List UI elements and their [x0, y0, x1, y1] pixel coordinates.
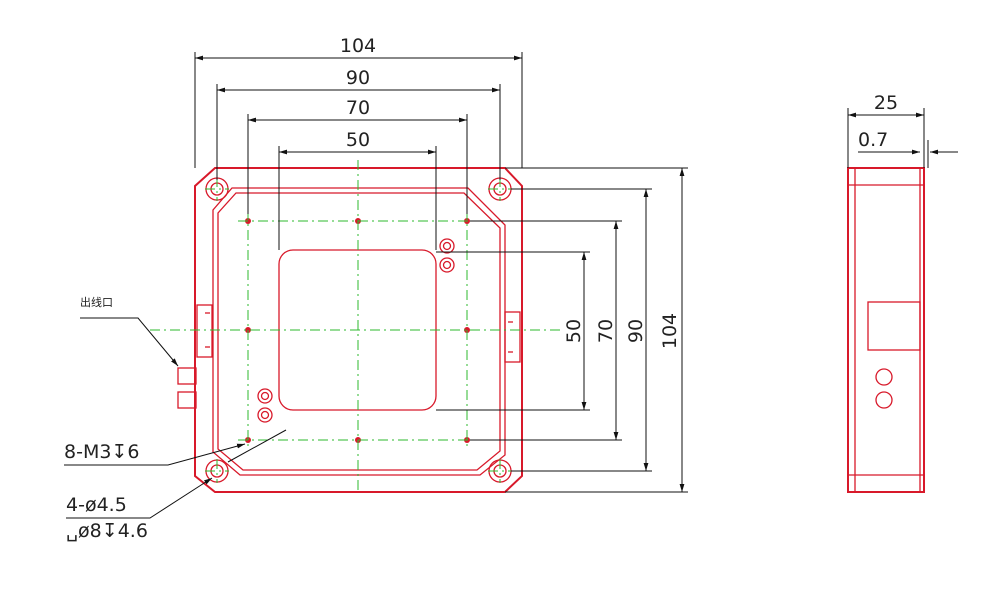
counterbore-callout-text: ␣ø8↧4.6	[66, 520, 148, 542]
cable-outlet-leader	[80, 317, 179, 367]
aux-hole	[439, 238, 455, 254]
dim-label-v50: 50	[563, 319, 585, 343]
front-view: 104 90 70 50 50 70	[64, 35, 688, 542]
right-lug	[504, 311, 521, 363]
dim-label-104: 104	[340, 35, 376, 57]
side-hole	[875, 368, 893, 386]
dim-label-70: 70	[346, 97, 370, 119]
tapped-hole-callout-text: 8-M3↧6	[64, 441, 139, 463]
tapped-hole-leader	[64, 443, 246, 466]
left-lug	[196, 304, 213, 358]
inner-recess-outline-2	[217, 192, 501, 471]
vertical-dimensions: 50 70 90 104	[436, 167, 688, 493]
cable-outlet-connector	[177, 367, 197, 385]
aux-hole-inner	[442, 260, 452, 270]
side-connector-block	[867, 301, 921, 351]
dim-label-50: 50	[346, 129, 370, 151]
through-hole-leader-ext	[227, 429, 287, 463]
through-hole-leader	[66, 477, 213, 519]
dim-label-90: 90	[346, 67, 370, 89]
aux-holes	[257, 238, 455, 423]
dim-label-v70: 70	[595, 319, 617, 343]
inner-recess-outline	[212, 187, 506, 476]
dim-label-v90: 90	[625, 319, 647, 343]
aux-hole	[439, 257, 455, 273]
aux-hole-inner	[442, 241, 452, 251]
cable-outlet-callout: 出线口	[80, 295, 179, 367]
tapped-hole-callout: 8-M3↧6	[64, 441, 246, 466]
side-body-outline	[847, 167, 925, 493]
dim-label-0-7: 0.7	[858, 129, 888, 151]
cable-outlet-connector-2	[177, 391, 197, 409]
aux-hole-inner	[260, 391, 270, 401]
aux-hole	[257, 407, 273, 423]
through-hole-callout: 4-ø4.5 ␣ø8↧4.6	[66, 429, 287, 542]
side-hole-2	[875, 391, 893, 409]
horizontal-dimensions: 104 90 70 50	[194, 35, 523, 250]
aux-hole	[257, 388, 273, 404]
aux-hole-inner	[260, 410, 270, 420]
centerlines	[150, 160, 560, 490]
side-view: 25 0.7	[847, 92, 958, 493]
dim-label-v104: 104	[659, 313, 681, 349]
cable-outlet-label: 出线口	[80, 295, 113, 309]
dim-label-25: 25	[874, 92, 898, 114]
through-hole-callout-text: 4-ø4.5	[66, 494, 127, 516]
